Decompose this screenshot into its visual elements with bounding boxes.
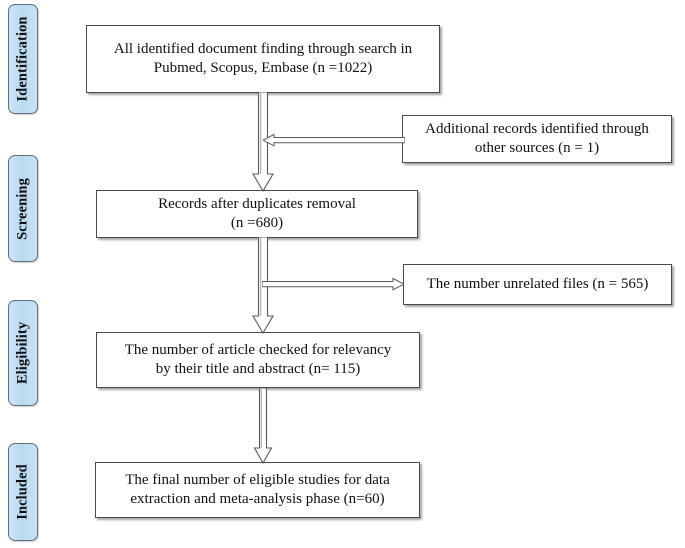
arrow-main-to-unrelated <box>262 277 404 293</box>
arrow-screened-to-included <box>250 388 276 464</box>
stage-label-identification-text: Identification <box>14 16 31 102</box>
stage-label-identification: Identification <box>8 4 38 114</box>
node-additional-records: Additional records identified through ot… <box>402 115 672 163</box>
stage-label-included: Included <box>8 443 38 541</box>
node-unrelated-files-excluded: The number unrelated files (n = 565) <box>403 264 672 305</box>
stage-label-included-text: Included <box>14 464 31 520</box>
node-records-after-duplicates: Records after duplicates removal (n =680… <box>96 190 418 238</box>
stage-label-screening-text: Screening <box>14 177 31 240</box>
node-records-identified: All identified document finding through … <box>86 25 440 93</box>
node-studies-included-text: The final number of eligible studies for… <box>125 471 390 508</box>
arrow-additional-to-main <box>263 133 405 149</box>
stage-label-eligibility-text: Eligibility <box>14 321 31 385</box>
node-articles-screened-text: The number of article checked for releva… <box>124 341 392 378</box>
stage-label-eligibility: Eligibility <box>8 300 38 406</box>
node-studies-included: The final number of eligible studies for… <box>95 462 420 518</box>
node-records-identified-text: All identified document finding through … <box>113 40 413 77</box>
arrow-identified-to-duplicates <box>250 92 276 192</box>
node-records-after-duplicates-text: Records after duplicates removal (n =680… <box>158 195 356 232</box>
node-unrelated-files-excluded-text: The number unrelated files (n = 565) <box>426 275 649 292</box>
node-additional-records-text: Additional records identified through ot… <box>425 120 649 157</box>
arrow-duplicates-to-screened <box>250 237 276 334</box>
stage-label-screening: Screening <box>8 155 38 262</box>
node-articles-screened: The number of article checked for releva… <box>96 332 420 388</box>
